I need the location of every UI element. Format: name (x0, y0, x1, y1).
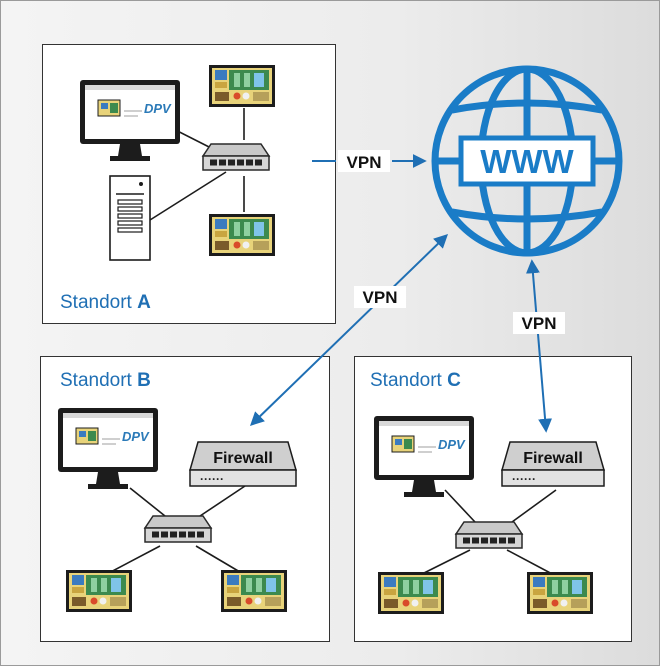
vpn-c-label-bg (513, 312, 565, 334)
site-b-monitor: DPV (57, 407, 159, 490)
firewall-label: Firewall (523, 450, 583, 467)
site-c-firewall: Firewall ······ (501, 441, 605, 487)
vpn-b-arrow (249, 234, 449, 426)
firewall-port-dots: ······ (200, 472, 224, 486)
site-a-monitor: DPV (79, 79, 181, 162)
site-b-panel-right (221, 570, 287, 612)
site-c-panel-left (378, 572, 444, 614)
vpn-a-label-bg (338, 150, 390, 172)
monitor-logo: DPV (438, 437, 466, 452)
site-c-monitor: DPV (373, 415, 475, 498)
globe-label: WWW (480, 143, 574, 180)
firewall-label: Firewall (213, 450, 273, 467)
site-a-panel-bottom (209, 214, 275, 256)
vpn-labels: VPN VPN VPN (338, 150, 565, 334)
monitor-logo: DPV (122, 429, 150, 444)
monitor-logo: DPV (144, 101, 172, 116)
site-c-panel-right (527, 572, 593, 614)
vpn-c-label: VPN (522, 314, 557, 333)
vpn-a-label: VPN (347, 153, 382, 172)
site-b-firewall: Firewall ······ (189, 441, 297, 487)
vpn-b-label: VPN (363, 288, 398, 307)
firewall-port-dots: ······ (512, 472, 536, 486)
site-a-switch (202, 143, 270, 171)
site-a-server-icon (109, 175, 151, 261)
site-b-switch (144, 515, 212, 543)
vpn-c-arrow (525, 259, 553, 433)
www-badge: WWW (458, 135, 596, 187)
site-a-panel-top (209, 65, 275, 107)
site-b-panel-left (66, 570, 132, 612)
site-c-switch (455, 521, 523, 549)
site-b-label: Standort B (60, 370, 151, 391)
site-a-label: Standort A (60, 292, 151, 313)
site-c-connections (417, 489, 557, 577)
vpn-b-label-bg (354, 286, 406, 308)
